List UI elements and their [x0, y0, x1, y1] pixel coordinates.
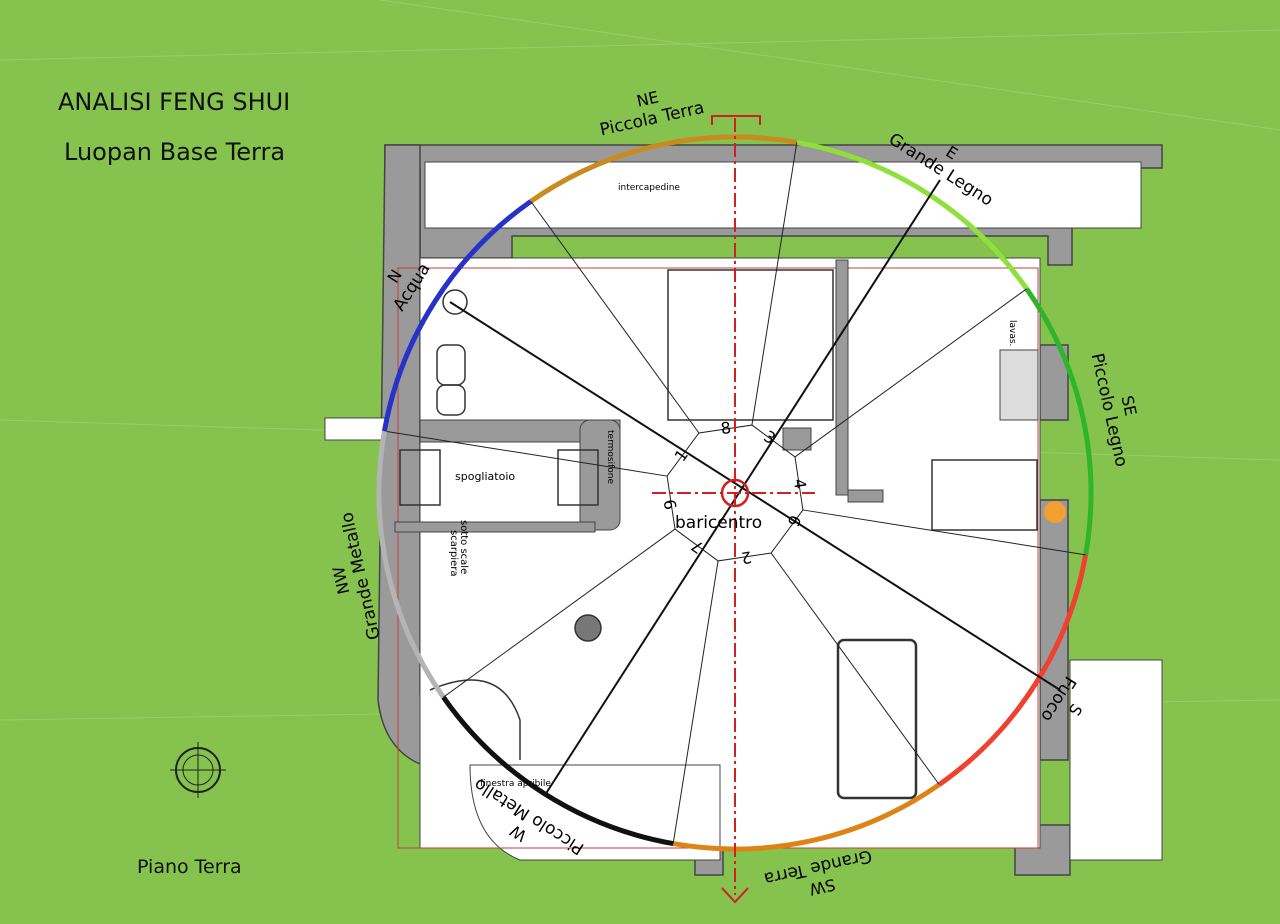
- sector-divider: [751, 142, 798, 426]
- lo-shu-number: 8: [720, 418, 733, 438]
- luopan-overlay: [376, 134, 1094, 852]
- room-label-sotto-scale: sotto scale: [458, 520, 469, 574]
- page-title: ANALISI FENG SHUI: [58, 88, 291, 116]
- sector-arc-w: [441, 695, 674, 847]
- south-arrow-icon: [721, 887, 749, 904]
- sector-arc-sw: [672, 782, 941, 852]
- room-label-termosifone: termosifone: [605, 430, 615, 484]
- lo-shu-number: 2: [740, 547, 753, 567]
- sector-divider: [672, 560, 719, 844]
- compass-rose-icon: [170, 742, 226, 798]
- floor-label: Piano Terra: [137, 856, 242, 878]
- sector-divider: [770, 552, 940, 785]
- room-label-intercapedine: intercapedine: [618, 183, 680, 193]
- sector-divider: [530, 201, 700, 434]
- sector-divider: [794, 288, 1027, 458]
- sector-arc-s: [937, 554, 1089, 787]
- room-label-lavas: lavas.: [1007, 320, 1017, 346]
- lo-shu-number: 9: [660, 498, 680, 511]
- room-label-finestra: finestra apribile: [480, 779, 551, 789]
- sector-arc-n: [381, 199, 533, 432]
- sector-divider: [443, 528, 676, 698]
- lo-shu-number: 4: [790, 478, 810, 491]
- page-subtitle: Luopan Base Terra: [64, 138, 286, 166]
- room-label-scarpiera: scarpiera: [448, 530, 459, 576]
- sector-direction-label: NE: [635, 87, 661, 110]
- sector-arc-se: [1024, 287, 1094, 556]
- centroid-marker-icon: [720, 478, 750, 508]
- sector-arc-e: [796, 139, 1029, 291]
- sector-divider: [802, 509, 1086, 556]
- sector-arc-ne: [529, 134, 798, 204]
- baricentro-label: baricentro: [675, 513, 762, 533]
- sector-arc-nw: [376, 430, 446, 699]
- sector-divider: [384, 430, 668, 477]
- room-label-spogliatoio: spogliatoio: [455, 470, 515, 483]
- sector-direction-label: SE: [1117, 394, 1140, 418]
